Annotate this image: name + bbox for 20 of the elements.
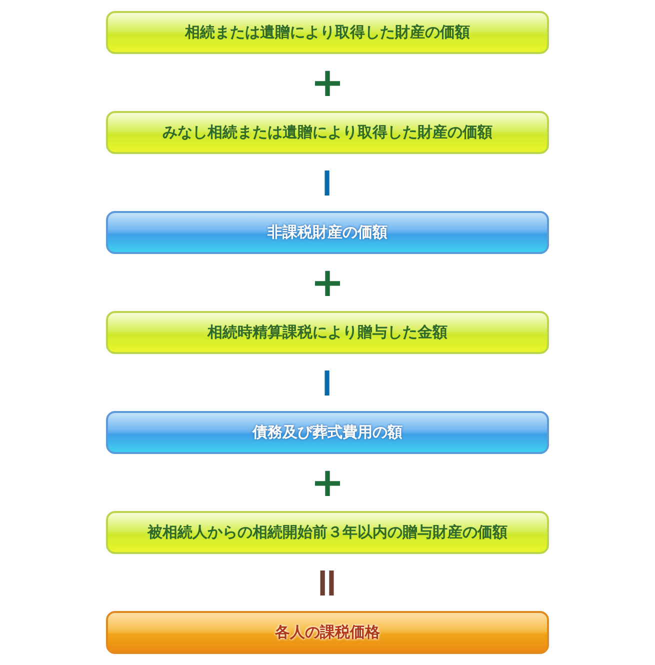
term-text: 各人の課税価格 xyxy=(275,623,380,642)
term-box xyxy=(106,611,549,654)
term-box xyxy=(106,11,549,54)
term-box xyxy=(106,311,549,354)
operator-sign: − xyxy=(308,165,348,202)
term-text: 相続または遺贈により取得した財産の価額 xyxy=(185,23,470,42)
term-text: 相続時精算課税により贈与した金額 xyxy=(208,323,448,342)
term-box xyxy=(106,211,549,254)
term-text: 債務及び葬式費用の額 xyxy=(252,423,402,442)
operator-sign: + xyxy=(310,63,346,103)
operator-sign: = xyxy=(308,565,348,602)
term-text: みなし相続または遺贈により取得した財産の価額 xyxy=(162,123,492,142)
term-box xyxy=(106,111,549,154)
term-text: 被相続人からの相続開始前３年以内の贈与財産の価額 xyxy=(148,523,508,542)
operator-sign: − xyxy=(308,365,348,402)
operator-sign: + xyxy=(310,463,346,503)
operator-sign: + xyxy=(310,263,346,303)
term-text: 非課税財産の価額 xyxy=(268,223,388,242)
term-box xyxy=(106,411,549,454)
term-box xyxy=(106,511,549,554)
